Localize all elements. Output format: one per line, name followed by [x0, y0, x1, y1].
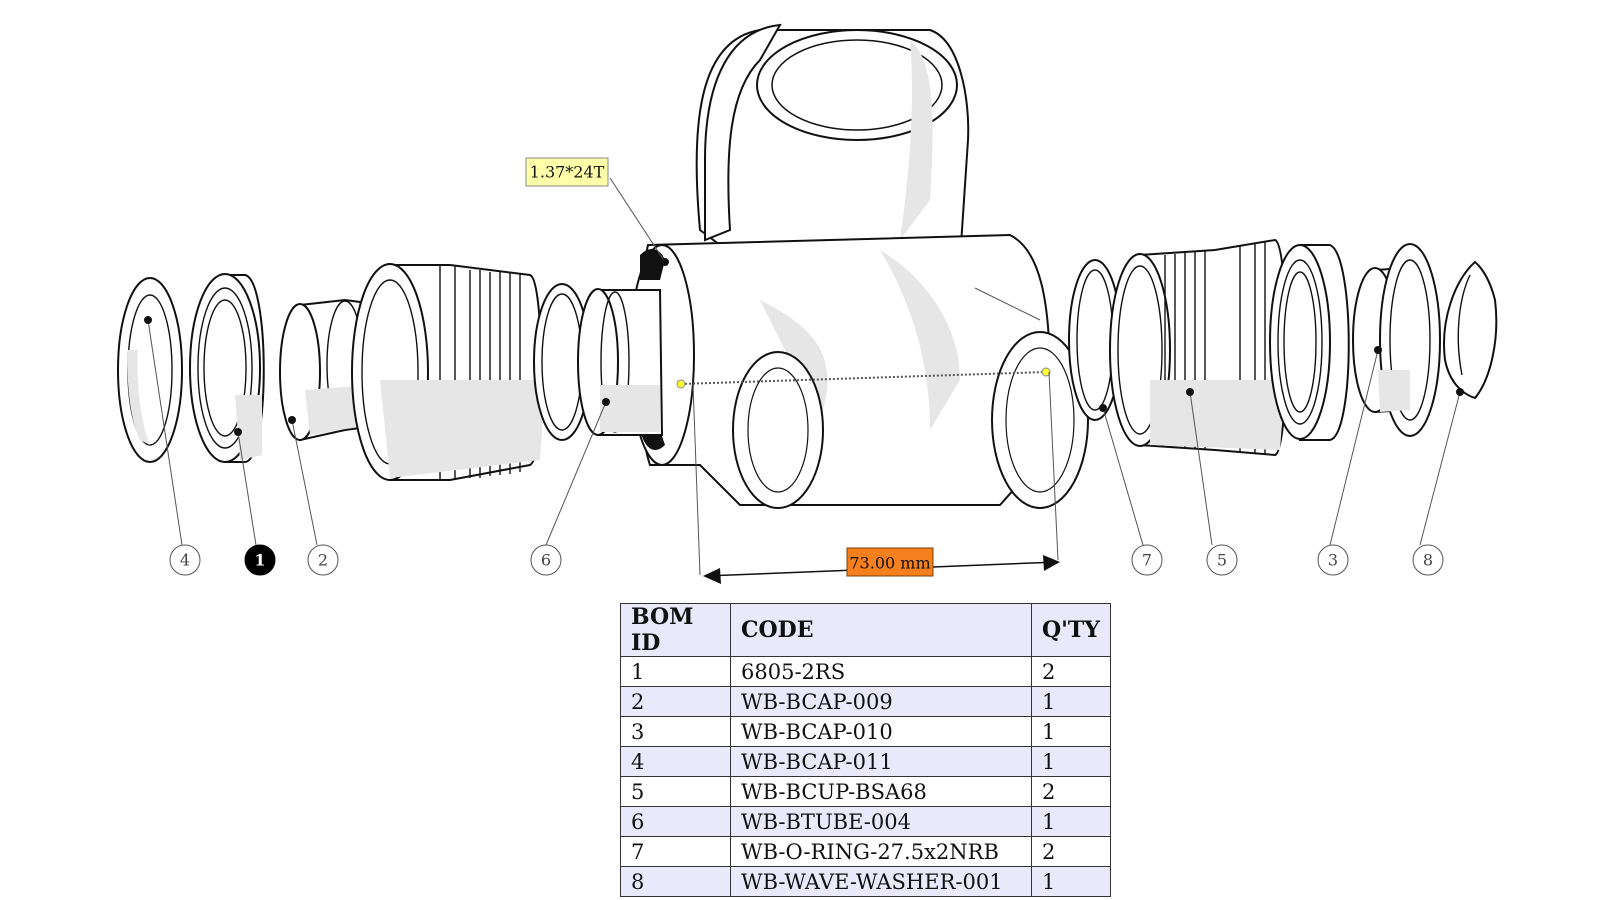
callout-3[interactable]: 3 — [1317, 544, 1349, 576]
bom-qty-cell: 2 — [1031, 836, 1111, 867]
svg-text:5: 5 — [1217, 551, 1227, 570]
callout-5[interactable]: 5 — [1206, 544, 1238, 576]
thread-label: 1.37*24T — [530, 163, 605, 182]
bom-code-cell: WB-WAVE-WASHER-001 — [730, 866, 1032, 897]
dimension-label: 73.00 mm — [849, 554, 930, 573]
bom-header-qty: Q'TY — [1031, 603, 1111, 657]
wave-washer-left — [117, 277, 183, 463]
bom-code-cell: WB-BCAP-011 — [730, 746, 1032, 777]
svg-text:1: 1 — [254, 551, 265, 570]
svg-text:6: 6 — [541, 551, 551, 570]
svg-text:3: 3 — [1328, 551, 1338, 570]
table-row[interactable]: 8 WB-WAVE-WASHER-001 1 — [620, 866, 1111, 897]
bom-id-cell: 3 — [620, 716, 731, 747]
callout-7[interactable]: 7 — [1131, 544, 1163, 576]
bom-qty-cell: 1 — [1031, 716, 1111, 747]
table-row[interactable]: 1 6805-2RS 2 — [620, 656, 1111, 687]
table-row[interactable]: 6 WB-BTUBE-004 1 — [620, 806, 1111, 837]
bearing-right — [1269, 244, 1350, 441]
bom-code-cell: WB-BCUP-BSA68 — [730, 776, 1032, 807]
bearing-tube — [577, 288, 664, 436]
bom-qty-cell: 2 — [1031, 776, 1111, 807]
svg-text:8: 8 — [1423, 551, 1433, 570]
callout-1[interactable]: 1 — [244, 544, 276, 576]
table-row[interactable]: 7 WB-O-RING-27.5x2NRB 2 — [620, 836, 1111, 867]
bom-id-cell: 4 — [620, 746, 731, 777]
bom-id-cell: 8 — [620, 866, 731, 897]
bom-id-cell: 6 — [620, 806, 731, 837]
svg-text:4: 4 — [180, 551, 190, 570]
bom-qty-cell: 1 — [1031, 746, 1111, 777]
svg-text:2: 2 — [318, 551, 328, 570]
bom-header-id: BOM ID — [620, 603, 731, 657]
bom-code-cell: WB-BCAP-010 — [730, 716, 1032, 747]
svg-text:7: 7 — [1142, 551, 1152, 570]
callout-4[interactable]: 4 — [169, 544, 201, 576]
bom-header-code: CODE — [730, 603, 1032, 657]
leader-dots — [144, 258, 1464, 436]
dimension-73mm: 73.00 mm — [703, 547, 1060, 584]
bom-id-cell: 2 — [620, 686, 731, 717]
callout-balloons: 4 1 2 6 7 5 3 8 — [169, 544, 1444, 576]
thread-annotation: 1.37*24T — [525, 157, 609, 187]
bom-code-cell: 6805-2RS — [730, 656, 1032, 687]
leader-lines — [147, 177, 1461, 576]
callout-2[interactable]: 2 — [307, 544, 339, 576]
bom-qty-cell: 1 — [1031, 866, 1111, 897]
bom-code-cell: WB-BCAP-009 — [730, 686, 1032, 717]
wave-washer-right — [1443, 260, 1498, 400]
bom-id-cell: 7 — [620, 836, 731, 867]
table-row[interactable]: 5 WB-BCUP-BSA68 2 — [620, 776, 1111, 807]
bom-code-cell: WB-O-RING-27.5x2NRB — [730, 836, 1032, 867]
bom-qty-cell: 2 — [1031, 656, 1111, 687]
callout-6[interactable]: 6 — [530, 544, 562, 576]
bearing-cap-right — [1352, 243, 1441, 437]
bearing-cap-left — [279, 298, 370, 442]
bearing-left — [189, 273, 265, 463]
bom-qty-cell: 1 — [1031, 806, 1111, 837]
bb-cup-left — [351, 263, 545, 481]
bom-qty-cell: 1 — [1031, 686, 1111, 717]
table-row[interactable]: 3 WB-BCAP-010 1 — [620, 716, 1111, 747]
bom-id-cell: 1 — [620, 656, 731, 687]
bom-id-cell: 5 — [620, 776, 731, 807]
bom-header-row: BOM ID CODE Q'TY — [620, 603, 1111, 657]
bb-cup-right — [1109, 238, 1288, 457]
callout-8[interactable]: 8 — [1412, 544, 1444, 576]
bottom-bracket-shell — [629, 23, 1089, 509]
bom-code-cell: WB-BTUBE-004 — [730, 806, 1032, 837]
table-row[interactable]: 2 WB-BCAP-009 1 — [620, 686, 1111, 717]
table-row[interactable]: 4 WB-BCAP-011 1 — [620, 746, 1111, 777]
bom-table: BOM ID CODE Q'TY 1 6805-2RS 2 2 WB-BCAP-… — [620, 603, 1111, 897]
